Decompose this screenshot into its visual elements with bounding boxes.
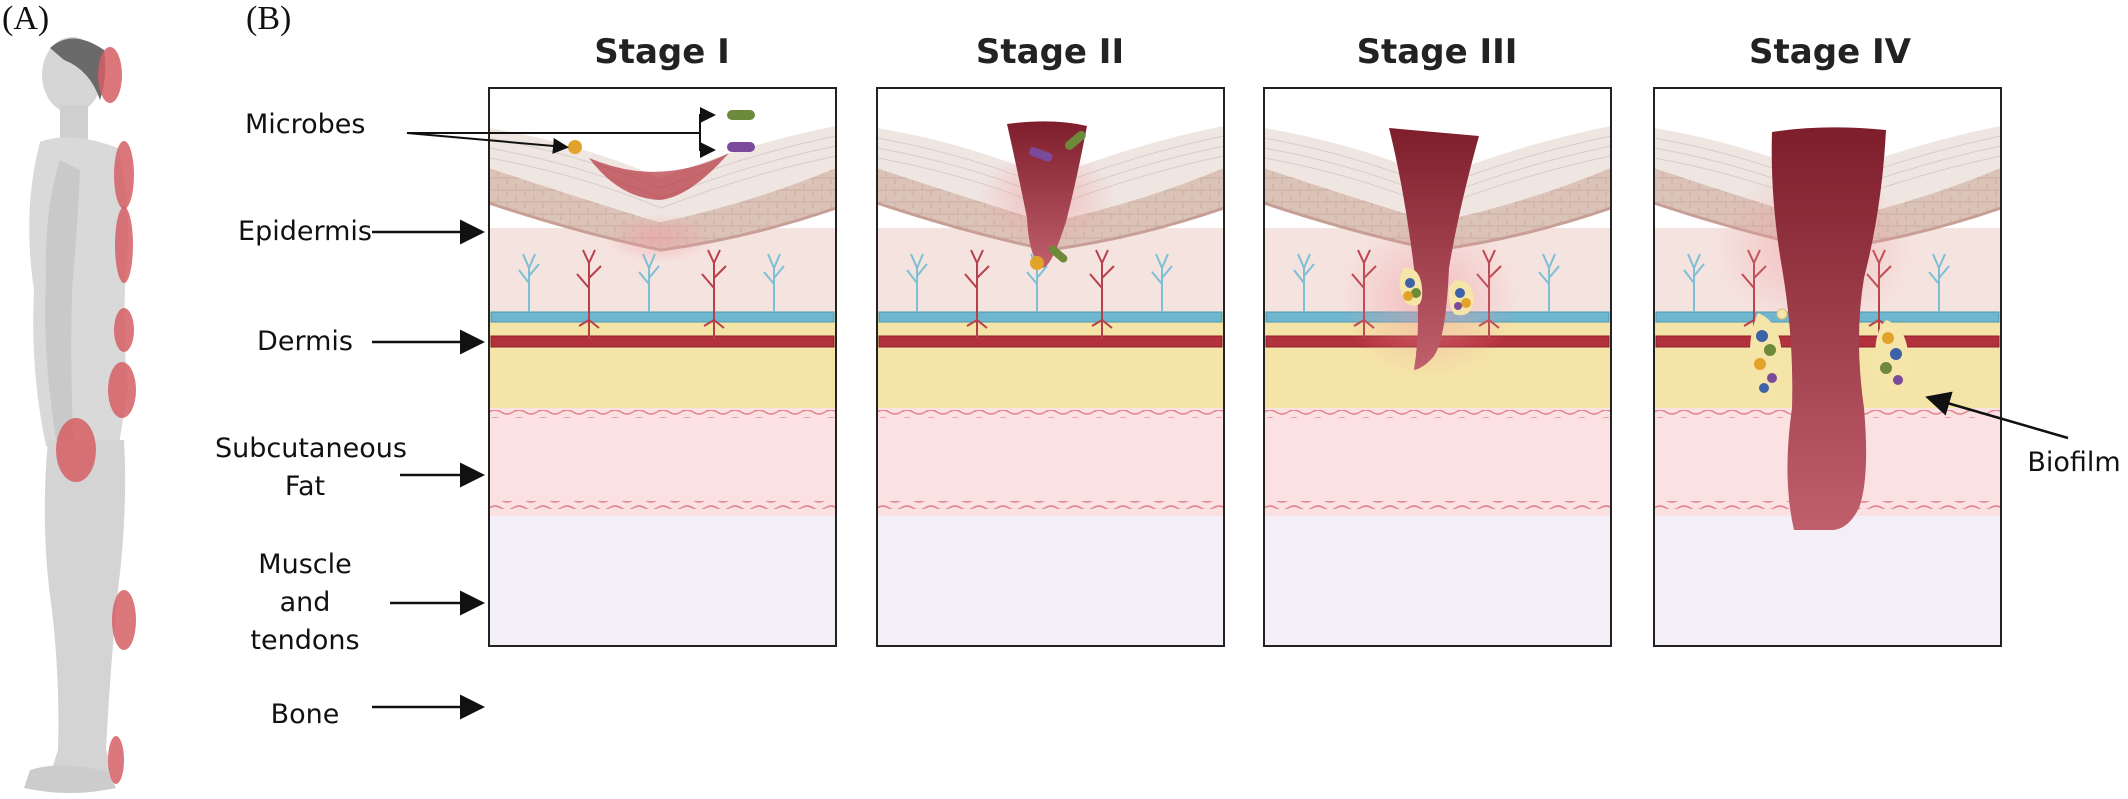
stage-3-biofilm-left-green [1411, 288, 1421, 298]
pressure-spot-head [98, 47, 122, 103]
stage-4-biofilm-left-purple [1767, 373, 1777, 383]
stage-4-biofilm-right-purple [1893, 375, 1903, 385]
stage-3-wound [1389, 128, 1479, 370]
stage-2-frame [876, 87, 1225, 647]
pressure-spot-hip [56, 418, 96, 482]
microbe-bacillus-purple [727, 142, 755, 152]
pressure-spot-heel [108, 736, 124, 784]
arrow-microbes-coccus [406, 132, 569, 154]
stage-3-biofilm-right-orange [1461, 298, 1471, 308]
label-subcutaneous-line1: Subcutaneous [215, 433, 407, 464]
label-microbes: Microbes [245, 109, 366, 140]
stage-4-biofilm-right-orange [1882, 332, 1894, 344]
arrow-microbes-bacillus-green [407, 107, 716, 134]
label-subcutaneous-fat: Subcutaneous Fat [215, 430, 407, 506]
arrow-biofilm [1925, 391, 2069, 440]
label-muscle-line2: and [279, 587, 331, 618]
stage-3-biofilm-right-blue [1455, 288, 1465, 298]
stage-3-biofilm-left-blue [1405, 278, 1415, 288]
label-muscle-line3: tendons [250, 625, 360, 656]
stage-4-frame [1653, 87, 2002, 647]
panel-a-label: (A) [2, 0, 50, 37]
label-muscle-tendons: Muscle and tendons [235, 546, 375, 660]
stage-1-redness [589, 153, 729, 200]
stage-4-biofilm-right-blue [1890, 348, 1902, 360]
figure-neck [60, 105, 88, 140]
stage-3-frame [1263, 87, 1612, 647]
arrow-microbes-bacillus-purple [699, 133, 716, 158]
pressure-spot-shoulder [114, 141, 134, 209]
label-subcutaneous-line2: Fat [284, 471, 326, 502]
stage-3-title: Stage III [1356, 32, 1518, 72]
label-epidermis: Epidermis [238, 216, 372, 247]
pressure-spot-back [115, 207, 133, 283]
stage-2-microbe-purple [1029, 147, 1053, 162]
stage-2-wound [1007, 121, 1087, 268]
pressure-spot-sacrum [114, 308, 134, 352]
stage-2-panel [875, 87, 1226, 648]
figure-hair [50, 38, 106, 100]
stage-2-microbe-green-2 [1048, 245, 1068, 263]
stage-4-biofilm-small-halo [1776, 308, 1788, 320]
stage-1-inflammation [604, 213, 714, 263]
label-dermis: Dermis [257, 326, 353, 357]
microbe-bacillus-green [727, 110, 755, 120]
stage-4-biofilm-left-blue-2 [1759, 383, 1769, 393]
stage-1-panel [487, 87, 838, 648]
stage-4-biofilm-left-orange [1754, 358, 1766, 370]
stage-3-biofilm-left-orange [1403, 291, 1413, 301]
stage-4-panel [1652, 87, 2003, 648]
stage-4-wound [1771, 127, 1886, 530]
stage-1-title: Stage I [594, 32, 730, 72]
stage-1-frame [488, 87, 837, 647]
stage-2-microbe-coccus [1030, 256, 1044, 270]
label-bone: Bone [270, 699, 340, 730]
label-muscle-line1: Muscle [258, 549, 352, 580]
label-biofilm: Biofilm [2027, 447, 2121, 478]
stage-2-title: Stage II [975, 32, 1125, 72]
microbe-coccus [568, 140, 582, 154]
stage-4-biofilm-left-green [1764, 344, 1776, 356]
stage-4-biofilm-right-green [1880, 362, 1892, 374]
panel-b-label: (B) [246, 0, 292, 37]
stage-4-biofilm-left-blue [1756, 330, 1768, 342]
figure-arm [45, 160, 80, 463]
stage-3-panel [1262, 87, 1613, 648]
figure-legs [44, 440, 126, 785]
figure-feet [24, 765, 116, 793]
pressure-spot-buttock [108, 362, 136, 418]
stage-3-biofilm-right-purple [1454, 302, 1462, 310]
stage-2-microbe-green [1064, 130, 1086, 150]
pressure-spot-calf [112, 590, 136, 650]
stage-4-title: Stage IV [1749, 32, 1911, 72]
human-figure-illustration [24, 37, 136, 793]
